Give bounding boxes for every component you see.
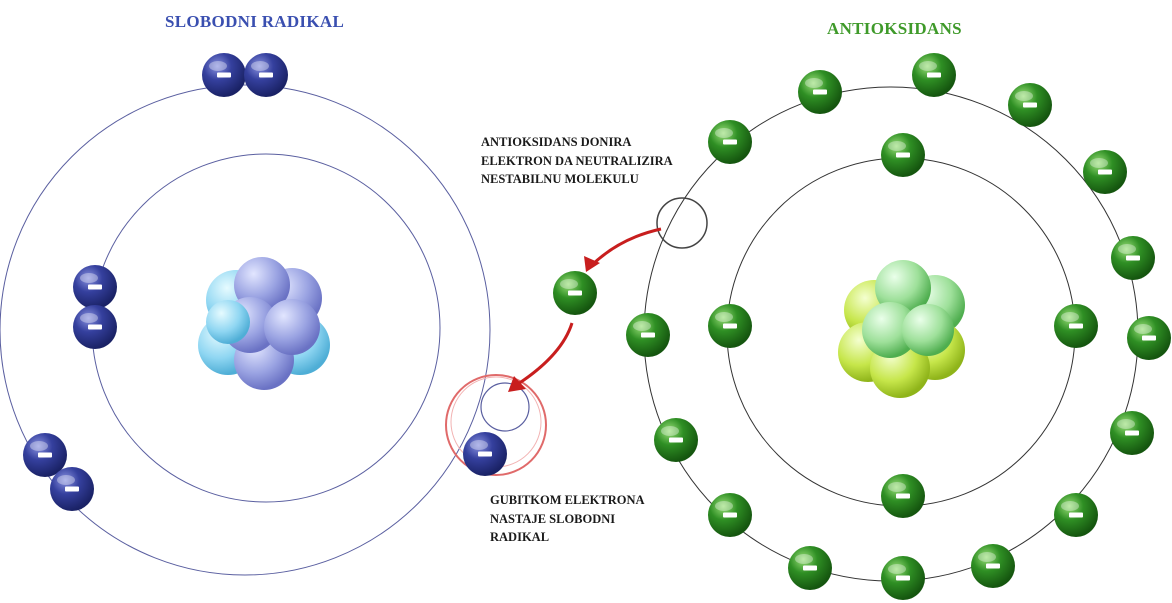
donation-annotation-line: ELEKTRON DA NEUTRALIZIRA [481, 153, 673, 168]
empty-electron-slot [480, 382, 530, 432]
minus-sign-icon [1069, 512, 1083, 518]
free-radical-nucleus [198, 257, 330, 390]
free-radical-electron [202, 53, 246, 97]
minus-sign-icon [723, 323, 737, 329]
minus-sign-icon [669, 437, 683, 443]
antioxidant-title: ANTIOKSIDANS [827, 19, 962, 38]
minus-sign-icon [38, 452, 52, 458]
antioxidant-electron [1110, 411, 1154, 455]
free-radical-electron [23, 433, 67, 477]
lost-electron-ring [445, 374, 547, 476]
free-radical-electron [50, 467, 94, 511]
antioxidant-electron [912, 53, 956, 97]
antioxidant-electron [1111, 236, 1155, 280]
minus-sign-icon [65, 486, 79, 492]
electrons [23, 53, 1171, 600]
antioxidant-electron [654, 418, 698, 462]
minus-sign-icon [896, 575, 910, 581]
donated-electron-slot [656, 197, 708, 249]
loss-annotation-line: NASTAJE SLOBODNI [490, 511, 616, 526]
loss-annotation-line: GUBITKOM ELEKTRONA [490, 493, 645, 507]
antioxidant-electron [553, 271, 597, 315]
minus-sign-icon [88, 324, 102, 330]
minus-sign-icon [568, 290, 582, 296]
minus-sign-icon [986, 563, 1000, 569]
minus-sign-icon [1023, 102, 1037, 108]
loss-annotation-line: RADIKAL [490, 530, 550, 544]
minus-sign-icon [1098, 169, 1112, 175]
donation-annotation: ANTIOKSIDANS DONIRA ELEKTRON DA NEUTRALI… [481, 133, 673, 189]
minus-sign-icon [1142, 335, 1156, 341]
antioxidant-electron [1054, 493, 1098, 537]
minus-sign-icon [803, 565, 817, 571]
loss-arrow [508, 322, 574, 392]
minus-sign-icon [723, 139, 737, 145]
antioxidant-electron [708, 304, 752, 348]
antioxidant-nucleus [838, 260, 965, 398]
free-radical-electron [73, 305, 117, 349]
antioxidant-electron [1127, 316, 1171, 360]
free-radical-outer-orbit [0, 84, 491, 576]
minus-sign-icon [217, 72, 231, 78]
minus-sign-icon [478, 451, 492, 457]
minus-sign-icon [641, 332, 655, 338]
free-radical-electron [73, 265, 117, 309]
antioxidant-electron [788, 546, 832, 590]
antioxidant-electron [881, 474, 925, 518]
minus-sign-icon [813, 89, 827, 95]
minus-sign-icon [723, 512, 737, 518]
minus-sign-icon [1125, 430, 1139, 436]
antioxidant-electron [626, 313, 670, 357]
minus-sign-icon [927, 72, 941, 78]
antioxidant-electron [971, 544, 1015, 588]
minus-sign-icon [88, 284, 102, 290]
antioxidant-electron [1054, 304, 1098, 348]
antioxidant-electron [708, 493, 752, 537]
minus-sign-icon [1069, 323, 1083, 329]
antioxidant-electron [881, 556, 925, 600]
donation-arrow [584, 227, 662, 272]
free-radical-electron [463, 432, 507, 476]
antioxidant-electron [1008, 83, 1052, 127]
minus-sign-icon [1126, 255, 1140, 261]
minus-sign-icon [896, 152, 910, 158]
loss-annotation: GUBITKOM ELEKTRONA NASTAJE SLOBODNI RADI… [490, 491, 645, 547]
donation-annotation-line: ANTIOKSIDANS DONIRA [481, 135, 632, 149]
donation-annotation-line: NESTABILNU MOLEKULU [481, 172, 639, 186]
antioxidant-electron [708, 120, 752, 164]
antioxidant-electron [1083, 150, 1127, 194]
minus-sign-icon [896, 493, 910, 499]
free-radical-title: SLOBODNI RADIKAL [165, 12, 345, 31]
antioxidant-electron [881, 133, 925, 177]
minus-sign-icon [259, 72, 273, 78]
antioxidant-electron [798, 70, 842, 114]
free-radical-electron [244, 53, 288, 97]
